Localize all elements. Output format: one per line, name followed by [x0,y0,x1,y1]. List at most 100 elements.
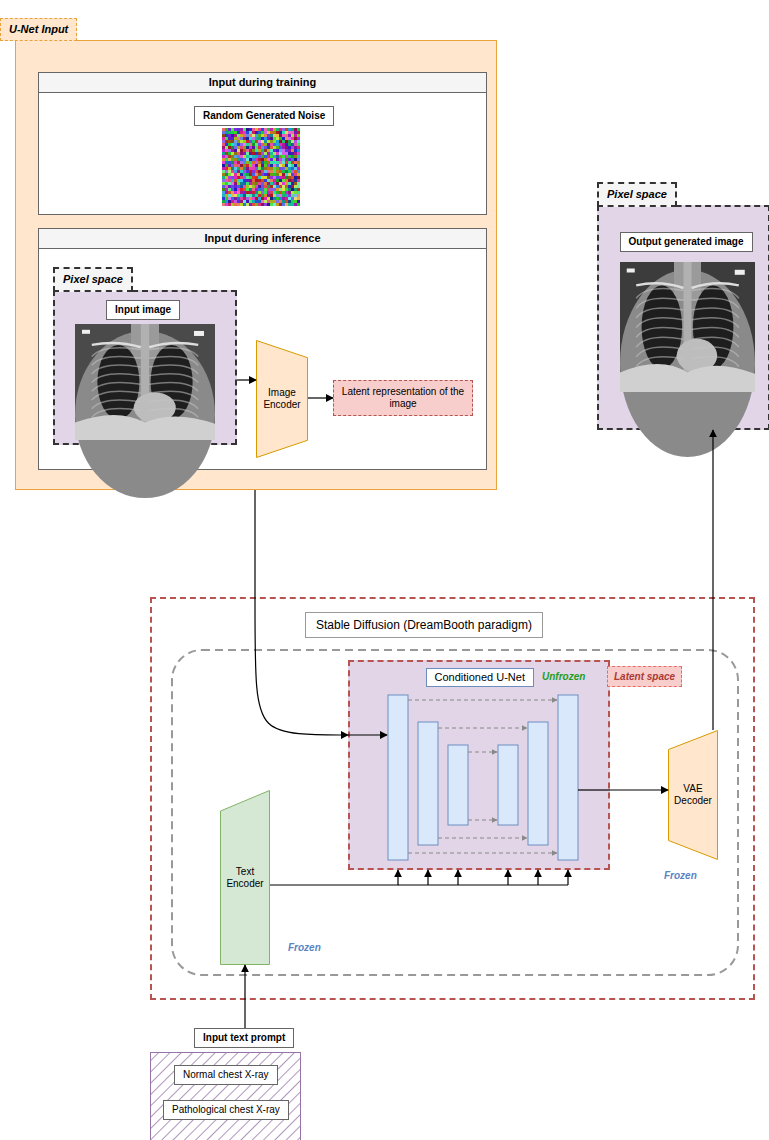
noise-pixel [252,173,255,176]
noise-pixel [294,167,297,170]
noise-pixel [285,149,288,152]
noise-pixel [261,143,264,146]
tab-label: Pixel space [63,273,123,286]
noise-pixel [228,137,231,140]
noise-pixel [264,149,267,152]
noise-pixel [276,188,279,191]
noise-pixel [276,143,279,146]
noise-pixel [234,137,237,140]
noise-pixel [255,131,258,134]
noise-pixel [231,164,234,167]
noise-pixel [258,173,261,176]
noise-pixel [243,176,246,179]
noise-pixel [234,131,237,134]
shape-text: VAE Decoder [671,783,715,807]
noise-pixel [288,128,291,131]
drawn-path [636,337,683,347]
noise-pixel [246,164,249,167]
noise-pixel [282,155,285,158]
noise-pixel [228,149,231,152]
noise-pixel [294,179,297,182]
unet-bars [388,695,578,860]
drawn-path [149,383,198,392]
box-holder: Conditioned U-Net [426,668,535,687]
noise-pixel [267,155,270,158]
noise-pixel [231,140,234,143]
noise-pixel [231,134,234,137]
noise-pixel [237,197,240,200]
noise-pixel [261,179,264,182]
caption-box: Random Generated Noise [194,106,334,126]
noise-pixel [228,203,231,206]
noise-pixel [231,194,234,197]
noise-pixel [261,200,264,203]
drawn-path [92,365,141,374]
noise-pixel [297,194,300,197]
noise-pixel [267,131,270,134]
noise-pixel [270,203,273,206]
noise-pixel [243,134,246,137]
drawn-path [692,347,739,357]
noise-pixel [261,140,264,143]
noise-pixel [267,128,270,131]
noise-pixel [297,143,300,146]
noise-pixel [240,152,243,155]
noise-pixel [291,134,294,137]
noise-pixel [261,197,264,200]
noise-pixel [267,164,270,167]
noise-pixel [261,188,264,191]
noise-pixel [252,200,255,203]
noise-pixel [228,179,231,182]
noise-pixel [228,140,231,143]
noise-pixel [255,143,258,146]
noise-pixel [246,176,249,179]
noise-pixel [243,146,246,149]
noise-pixel [231,152,234,155]
noise-pixel [282,188,285,191]
noise-pixel [279,167,282,170]
noise-pixel [258,131,261,134]
noise-pixel [291,164,294,167]
noise-pixel [252,185,255,188]
noise-pixel [255,149,258,152]
noise-pixel [297,158,300,161]
noise-pixel [228,197,231,200]
noise-pixel [261,170,264,173]
noise-pixel [279,191,282,194]
noise-pixel [264,152,267,155]
noise-pixel [285,164,288,167]
noise-pixel [222,146,225,149]
noise-pixel [273,191,276,194]
noise-pixel [228,176,231,179]
noise-pixel [270,164,273,167]
noise-pixel [291,182,294,185]
noise-pixel [285,140,288,143]
noise-pixel [252,164,255,167]
label-text: Random Generated Noise [203,110,325,122]
noise-pixel [225,140,228,143]
noise-pixel [273,161,276,164]
noise-pixel [225,170,228,173]
noise-pixel [261,182,264,185]
noise-pixel [258,134,261,137]
noise-pixel [279,149,282,152]
noise-pixel [294,164,297,167]
panel-heading: Input during inference [204,232,320,245]
noise-pixel [234,176,237,179]
noise-pixel [240,140,243,143]
noise-pixel [282,185,285,188]
drawn-path [92,343,141,347]
noise-pixel [294,128,297,131]
noise-pixel [288,170,291,173]
noise-pixel [291,176,294,179]
noise-pixel [267,152,270,155]
noise-pixel [276,179,279,182]
noise-pixel [270,140,273,143]
noise-pixel [291,149,294,152]
noise-pixel [222,194,225,197]
noise-pixel [252,137,255,140]
noise-pixel [252,194,255,197]
noise-pixel [282,134,285,137]
noise-pixel [294,176,297,179]
